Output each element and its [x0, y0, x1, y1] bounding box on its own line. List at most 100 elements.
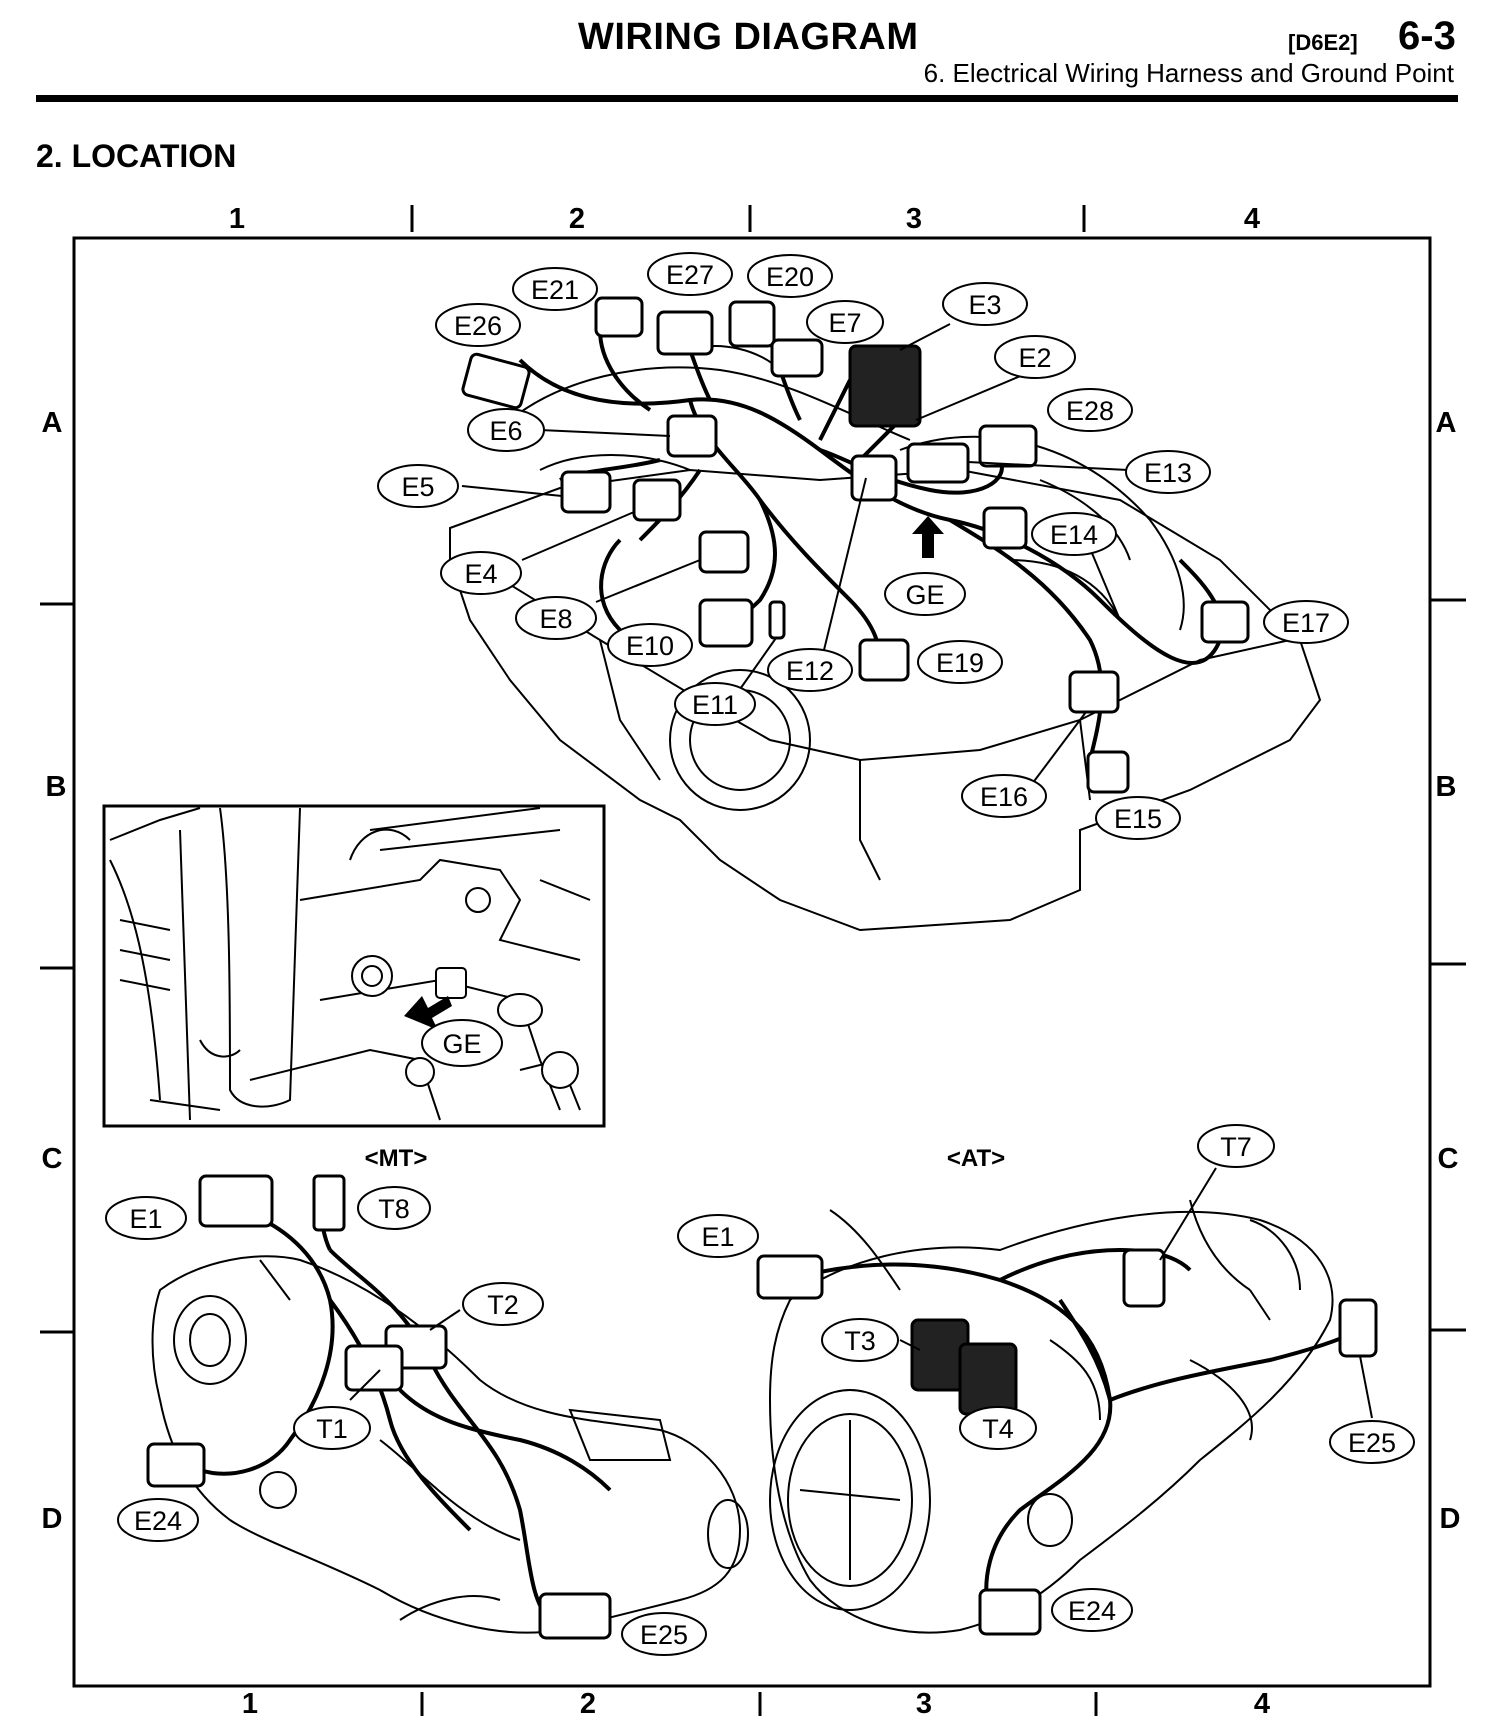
callout-e20: E20: [766, 262, 814, 292]
connector-e15-icon: [1086, 750, 1130, 794]
callout-e11: E11: [692, 690, 738, 720]
connector-e26-icon: [461, 352, 531, 410]
header-rule: [36, 95, 1458, 102]
connector-e12-icon: [850, 454, 898, 502]
connector-e13-icon: [906, 442, 970, 484]
grid-row-d-left: D: [42, 1503, 63, 1535]
callout-e3: E3: [968, 290, 1001, 320]
callout-e7: E7: [828, 308, 861, 338]
grid-col-4-bottom: 4: [1254, 1688, 1270, 1720]
grid-row-b-left: B: [46, 771, 67, 803]
page-subtitle: 6. Electrical Wiring Harness and Ground …: [923, 58, 1454, 88]
connector-e4-icon: [632, 478, 682, 522]
at-callout-e25: E25: [1348, 1428, 1396, 1458]
callout-e2: E2: [1018, 343, 1051, 373]
at-callout-e24: E24: [1068, 1596, 1116, 1626]
diagram-frame: [72, 236, 1432, 1688]
section-title: 2. LOCATION: [36, 138, 237, 174]
mt-connector-t1-icon: [344, 1344, 404, 1392]
mt-connector-e25-icon: [538, 1592, 612, 1640]
grid-row-c-left: C: [42, 1143, 63, 1175]
connector-e14-icon: [982, 506, 1028, 550]
callout-e5: E5: [401, 472, 434, 502]
at-callout-t4: T4: [982, 1414, 1014, 1444]
callout-e6: E6: [489, 416, 522, 446]
mt-connector-e1-icon: [198, 1174, 274, 1228]
connector-e27-icon: [656, 310, 714, 356]
at-callout-t7: T7: [1220, 1132, 1252, 1162]
grid-row-ticks: [40, 598, 1466, 1334]
callout-e21: E21: [531, 275, 579, 305]
ground-arrow-icon: [912, 516, 944, 558]
mt-harness-wires: [199, 1199, 612, 1622]
callout-e27: E27: [666, 260, 714, 290]
callout-e16: E16: [980, 782, 1028, 812]
at-view-label: <AT>: [947, 1145, 1005, 1172]
at-connector-t7-icon: [1122, 1248, 1166, 1308]
connector-e6-icon: [666, 414, 718, 458]
ground-point-inset: GE: [102, 804, 606, 1128]
connector-e20-icon: [728, 300, 776, 348]
mt-callout-t2: T2: [487, 1290, 519, 1320]
connector-e16-icon: [1068, 670, 1120, 714]
connector-e10-icon: [698, 598, 754, 648]
callout-e17: E17: [1282, 608, 1330, 638]
connector-e3-icon: [848, 344, 922, 428]
mt-connector-e24-icon: [146, 1442, 206, 1488]
grid-col-1-top: 1: [229, 203, 245, 235]
section-code: [D6E2]: [1288, 30, 1358, 55]
grid-col-3-bottom: 3: [916, 1688, 932, 1720]
callout-e19: E19: [936, 648, 984, 678]
at-connector-t4-icon: [958, 1342, 1018, 1416]
grid-column-ticks-bottom: [420, 1692, 1098, 1716]
mt-callout-e25: E25: [640, 1620, 688, 1650]
grid-col-2-top: 2: [569, 203, 585, 235]
connector-e11-icon: [768, 600, 786, 640]
grid-col-2-bottom: 2: [580, 1688, 596, 1720]
callout-e15: E15: [1114, 804, 1162, 834]
grid-row-d-right: D: [1440, 1503, 1461, 1535]
callout-e28: E28: [1066, 396, 1114, 426]
connector-e21-icon: [594, 296, 644, 338]
callout-ge: GE: [905, 580, 944, 610]
at-connector-e24-icon: [978, 1588, 1042, 1636]
inset-ground-arrow-icon: [404, 996, 452, 1030]
callout-e4: E4: [464, 559, 497, 589]
callout-e12: E12: [786, 656, 834, 686]
mt-connector-t8-icon: [312, 1174, 346, 1232]
at-connector-e1-icon: [756, 1254, 824, 1300]
page-title: WIRING DIAGRAM: [578, 16, 919, 58]
mt-view-label: <MT>: [365, 1145, 428, 1172]
at-harness-wires: [819, 1247, 1361, 1621]
at-connectors: [756, 1248, 1378, 1636]
mt-leader-lines: [349, 1309, 461, 1401]
grid-col-3-top: 3: [906, 203, 922, 235]
grid-row-b-right: B: [1436, 771, 1457, 803]
connector-e17-icon: [1200, 600, 1250, 644]
inset-callout-ge: GE: [442, 1029, 481, 1059]
page-number: 6-3: [1398, 14, 1456, 58]
mt-callout-e1: E1: [129, 1204, 162, 1234]
callout-e8: E8: [539, 604, 572, 634]
mt-callout-e24: E24: [134, 1506, 182, 1536]
mt-callout-t1: T1: [316, 1414, 348, 1444]
callout-e26: E26: [454, 311, 502, 341]
connector-e7-icon: [770, 338, 824, 378]
engine-leader-lines: [461, 323, 1129, 785]
connector-e5-icon: [560, 470, 612, 514]
at-callout-e1: E1: [701, 1222, 734, 1252]
connector-e8-icon: [698, 530, 750, 574]
grid-col-4-top: 4: [1244, 203, 1260, 235]
engine-callouts: E21 E27 E20 E3 E26 E7 E2 E28 E6 E13 E5 E…: [377, 252, 1349, 840]
at-connector-e25-icon: [1338, 1298, 1378, 1358]
mt-callout-t8: T8: [378, 1194, 410, 1224]
grid-row-a-right: A: [1436, 407, 1457, 439]
connector-e28-icon: [978, 424, 1038, 468]
grid-column-ticks-top: [410, 205, 1086, 232]
at-callout-t3: T3: [844, 1326, 876, 1356]
callout-e14: E14: [1050, 520, 1098, 550]
grid-col-1-bottom: 1: [242, 1688, 258, 1720]
engine-connectors: [461, 296, 1250, 794]
mt-transmission-illustration: [151, 1255, 749, 1634]
